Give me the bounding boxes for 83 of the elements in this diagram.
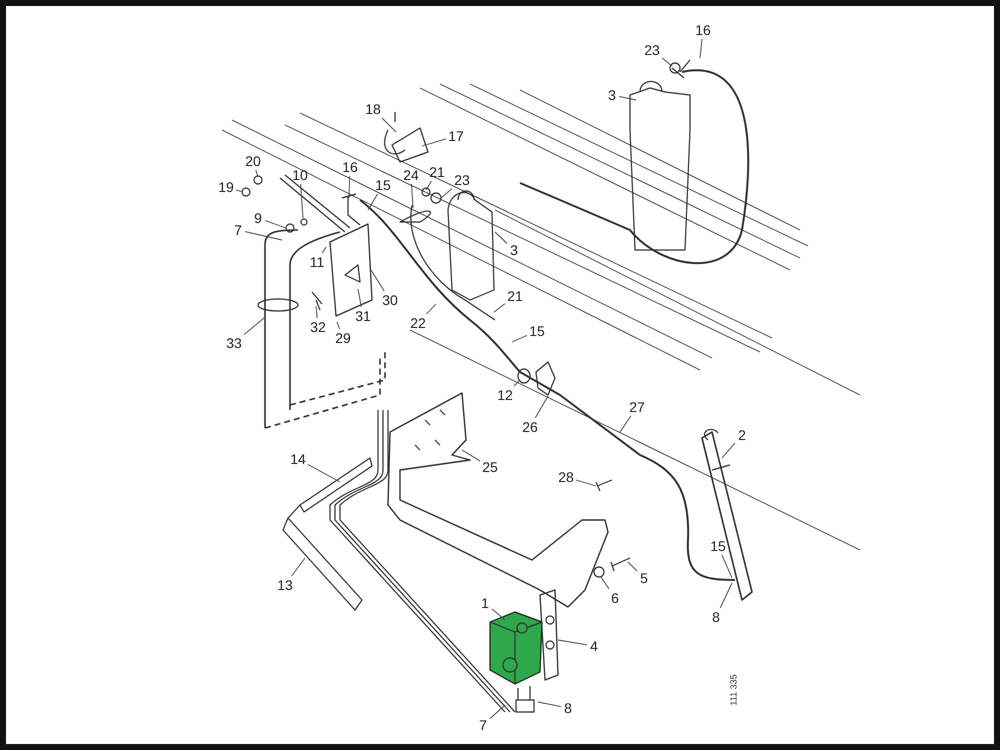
callout-number: 26 <box>522 419 538 435</box>
callout-number: 10 <box>292 167 308 183</box>
leader-line <box>620 416 632 432</box>
leader-line <box>558 640 588 646</box>
callout-number: 20 <box>245 153 261 169</box>
callout-number: 3 <box>608 87 616 103</box>
callout-number: 31 <box>355 308 371 324</box>
callout-number: 22 <box>410 315 426 331</box>
leader-line <box>370 270 385 292</box>
callout-number: 29 <box>335 330 351 346</box>
callout-number: 15 <box>710 538 726 554</box>
callout-number: 2 <box>738 427 746 443</box>
leader-line <box>308 464 340 482</box>
leader-line <box>722 442 736 458</box>
leader-line <box>348 176 350 198</box>
callout-number: 8 <box>564 700 572 716</box>
callout-number: 15 <box>529 323 545 339</box>
callout-number: 6 <box>611 590 619 606</box>
callout-number: 7 <box>479 717 487 733</box>
callout-number: 5 <box>640 570 648 586</box>
callout-number: 7 <box>234 222 242 238</box>
leader-line <box>255 170 258 178</box>
leader-line <box>576 480 596 486</box>
leader-line <box>368 194 378 210</box>
callout-number: 19 <box>218 179 234 195</box>
leader-line <box>358 288 362 308</box>
leader-line <box>411 184 414 208</box>
callout-number: 15 <box>375 177 391 193</box>
callout-number: 32 <box>310 319 326 335</box>
leader-line <box>244 318 264 336</box>
leader-line <box>236 190 244 192</box>
leader-line <box>492 608 506 620</box>
leader-line <box>628 562 638 572</box>
callout-number: 25 <box>482 459 498 475</box>
callout-number: 8 <box>712 609 720 625</box>
callout-number: 27 <box>629 399 645 415</box>
leader-line <box>514 380 520 386</box>
callout-number: 11 <box>310 254 324 270</box>
leader-line <box>600 576 610 590</box>
leader-line <box>322 246 326 254</box>
leader-line <box>291 558 306 576</box>
leader-line <box>700 38 702 58</box>
callout-number: 28 <box>558 469 574 485</box>
leader-line <box>382 118 396 132</box>
callout-number: 14 <box>290 451 306 467</box>
callout-number: 1 <box>481 595 489 611</box>
callout-number: 4 <box>590 638 598 654</box>
leader-line <box>264 220 286 228</box>
leader-line <box>662 58 672 66</box>
leader-line <box>494 303 506 312</box>
leader-line <box>720 582 732 608</box>
leader-line <box>336 322 340 330</box>
callout-number: 12 <box>497 387 513 403</box>
callout-number: 13 <box>277 577 293 593</box>
callout-number: 16 <box>695 22 711 38</box>
callout-number: 16 <box>342 159 358 175</box>
leader-line <box>426 304 436 314</box>
leader-line <box>422 138 446 146</box>
leader-line <box>316 306 318 318</box>
leader-line <box>538 702 562 708</box>
leader-line <box>244 231 282 240</box>
callout-number: 33 <box>226 335 242 351</box>
callout-number: 21 <box>429 164 445 180</box>
leader-line <box>618 96 636 100</box>
callout-number: 3 <box>510 242 518 258</box>
figure-number: 111 335 <box>728 674 739 706</box>
callout-number: 24 <box>403 167 419 183</box>
callout-number: 17 <box>448 128 464 144</box>
callout-number: 30 <box>382 292 398 308</box>
callout-number: 21 <box>507 288 523 304</box>
leader-line <box>722 554 732 578</box>
callout-number: 23 <box>644 42 660 58</box>
callout-number: 18 <box>365 101 381 117</box>
leader-line <box>426 180 432 190</box>
leader-line <box>494 232 508 244</box>
leader-line <box>300 184 304 218</box>
leader-line <box>440 188 452 198</box>
callout-number: 9 <box>254 210 262 226</box>
callout-number: 23 <box>454 172 470 188</box>
leader-line <box>490 704 506 720</box>
leader-line <box>534 396 548 418</box>
leader-line <box>512 334 528 342</box>
leader-line <box>462 450 480 462</box>
